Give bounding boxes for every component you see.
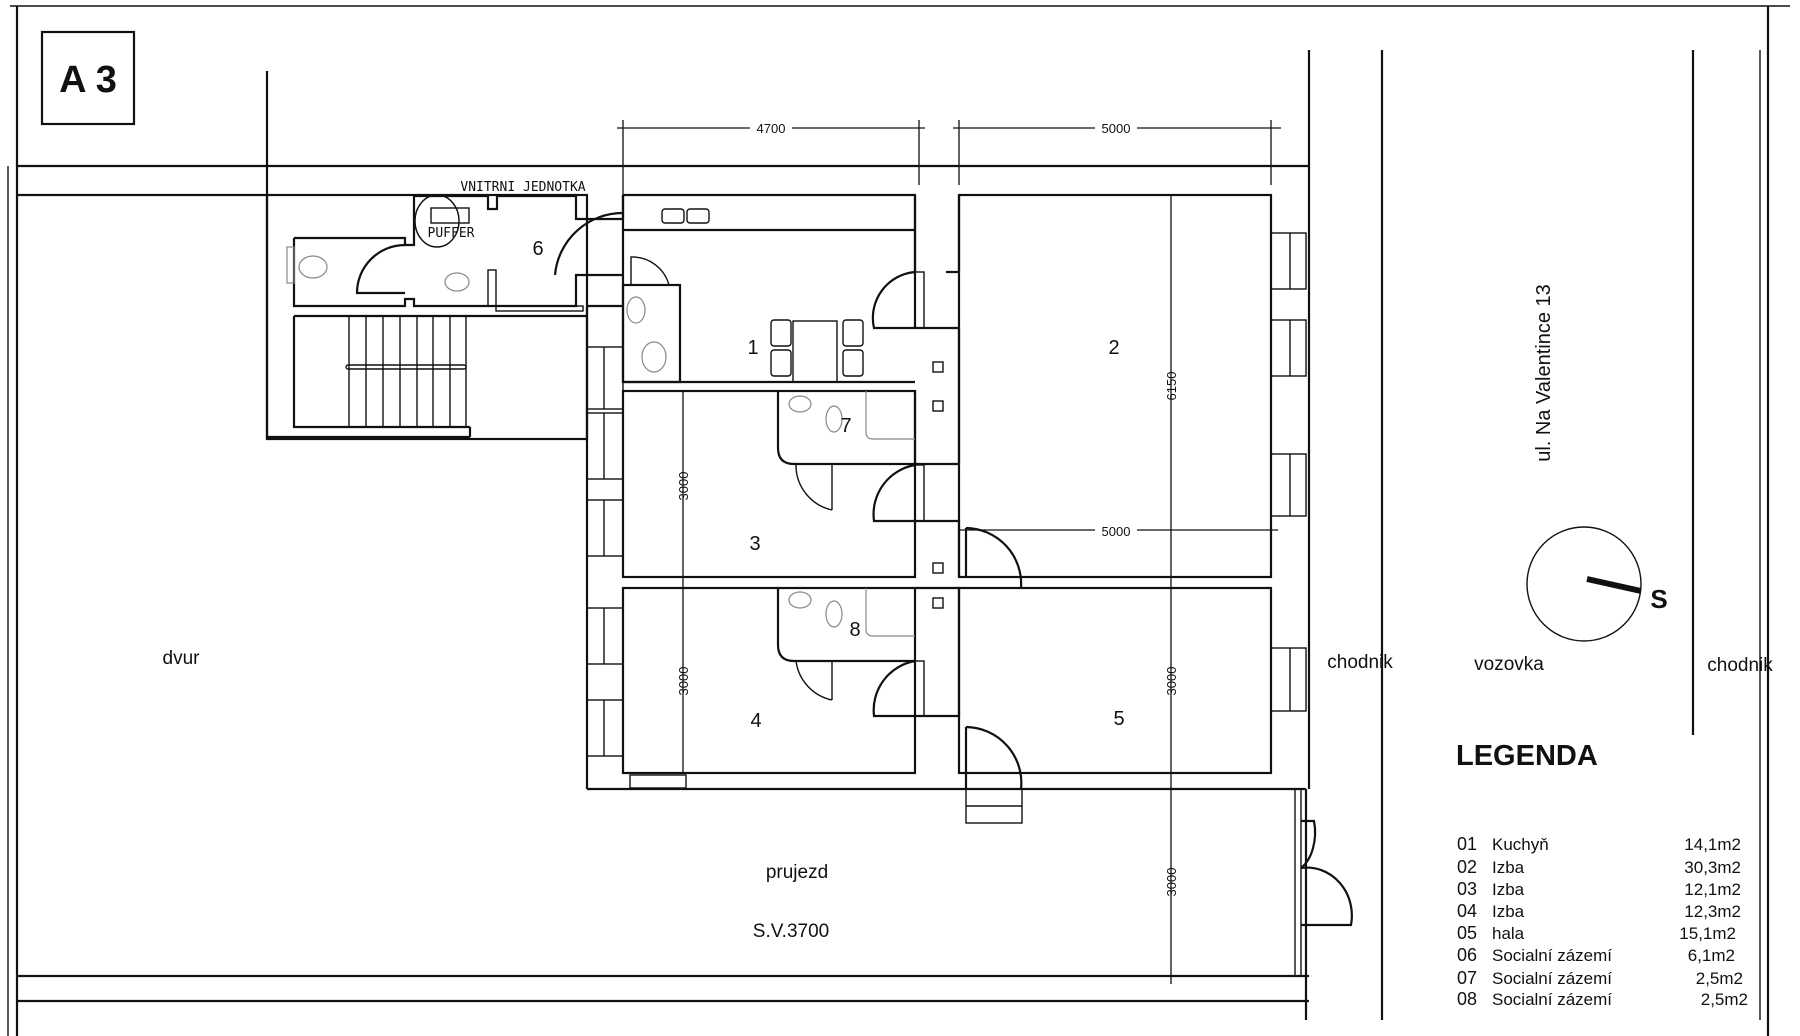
room-8-number: 8 (849, 619, 860, 641)
dim-vertical-6150: 6150 (1164, 372, 1179, 401)
room-7-number: 7 (840, 415, 851, 437)
svg-text:Izba: Izba (1492, 880, 1525, 899)
svg-text:2,5m2: 2,5m2 (1696, 969, 1743, 988)
courtyard-label: dvur (163, 648, 201, 669)
svg-text:Socialní zázemí: Socialní zázemí (1492, 990, 1612, 1009)
room-6-number: 6 (532, 238, 543, 260)
svg-text:05: 05 (1457, 923, 1477, 943)
svg-text:Izba: Izba (1492, 858, 1525, 877)
room-6-block: PUFFER VNITRNI JEDNOTKA 6 (265, 180, 624, 789)
svg-text:12,1m2: 12,1m2 (1684, 880, 1741, 899)
svg-text:2,5m2: 2,5m2 (1701, 990, 1748, 1009)
dim-room4: 3000 (676, 667, 691, 696)
legend-item: 05 hala 15,1m2 (1457, 923, 1736, 943)
dim-mid-right: 5000 (1102, 524, 1131, 539)
sidewalk-right-label: chodnik (1707, 655, 1773, 676)
room-1-number: 1 (747, 337, 758, 359)
room-5-number: 5 (1113, 708, 1124, 730)
legend-item: 01 Kuchyň 14,1m2 (1457, 834, 1741, 854)
svg-text:03: 03 (1457, 879, 1477, 899)
svg-text:Socialní zázemí: Socialní zázemí (1492, 969, 1612, 988)
svg-text:01: 01 (1457, 834, 1477, 854)
road-label: vozovka (1474, 654, 1544, 675)
legend-item: 02 Izba 30,3m2 (1457, 857, 1741, 877)
dimension-lines (617, 120, 1281, 984)
building-walls: 1 2 7 (586, 193, 1353, 977)
site-labels: dvur prujezd S.V.3700 chodnik vozovka ch… (163, 284, 1774, 942)
legend-title: LEGENDA (1456, 740, 1598, 772)
dim-top-left: 4700 (757, 121, 786, 136)
dim-passage: 3000 (1164, 868, 1179, 897)
compass-south-label: S (1650, 584, 1667, 614)
svg-text:02: 02 (1457, 857, 1477, 877)
svg-text:6,1m2: 6,1m2 (1688, 946, 1735, 965)
dimension-labels: 4700 5000 5000 6150 3000 3000 3000 3000 (676, 120, 1179, 896)
legend-item: 07 Socialní zázemí 2,5m2 (1457, 968, 1743, 988)
legend-item: 08 Socialní zázemí 2,5m2 (1457, 989, 1748, 1009)
legend-item: 03 Izba 12,1m2 (1457, 879, 1741, 899)
plan-id-box: A 3 (40, 30, 136, 126)
unit-label: VNITRNI JEDNOTKA (460, 180, 585, 195)
svg-text:12,3m2: 12,3m2 (1684, 902, 1741, 921)
dim-room5: 3000 (1164, 667, 1179, 696)
windows-left (586, 346, 624, 757)
sheet-border (7, 5, 1790, 1036)
svg-text:Izba: Izba (1492, 902, 1525, 921)
svg-text:07: 07 (1457, 968, 1477, 988)
legend: LEGENDA 01 Kuchyň 14,1m2 02 Izba 30,3m2 … (1456, 740, 1748, 1009)
sidewalk-left-label: chodnik (1327, 652, 1393, 673)
legend-item: 04 Izba 12,3m2 (1457, 901, 1741, 921)
dim-room3: 3000 (676, 472, 691, 501)
svg-text:15,1m2: 15,1m2 (1679, 924, 1736, 943)
passage-height-label: S.V.3700 (753, 921, 829, 942)
room-3-number: 3 (749, 533, 760, 555)
site-lines (17, 50, 1761, 1020)
dim-top-right: 5000 (1102, 121, 1131, 136)
legend-item: 06 Socialní zázemí 6,1m2 (1457, 945, 1735, 965)
svg-text:Kuchyň: Kuchyň (1492, 835, 1549, 854)
windows-right (1270, 232, 1307, 712)
plan-id: A 3 (59, 59, 117, 101)
svg-text:30,3m2: 30,3m2 (1684, 858, 1741, 877)
svg-text:Socialní zázemí: Socialní zázemí (1492, 946, 1612, 965)
puffer-label: PUFFER (428, 226, 475, 241)
street-label: ul. Na Valentince 13 (1533, 284, 1555, 462)
svg-text:04: 04 (1457, 901, 1477, 921)
svg-text:hala: hala (1492, 924, 1525, 943)
passage-label: prujezd (766, 862, 828, 883)
svg-text:08: 08 (1457, 989, 1477, 1009)
svg-text:06: 06 (1457, 945, 1477, 965)
compass: S (1526, 526, 1668, 642)
room-4-number: 4 (750, 710, 761, 732)
svg-text:14,1m2: 14,1m2 (1684, 835, 1741, 854)
room-2-number: 2 (1108, 337, 1119, 359)
